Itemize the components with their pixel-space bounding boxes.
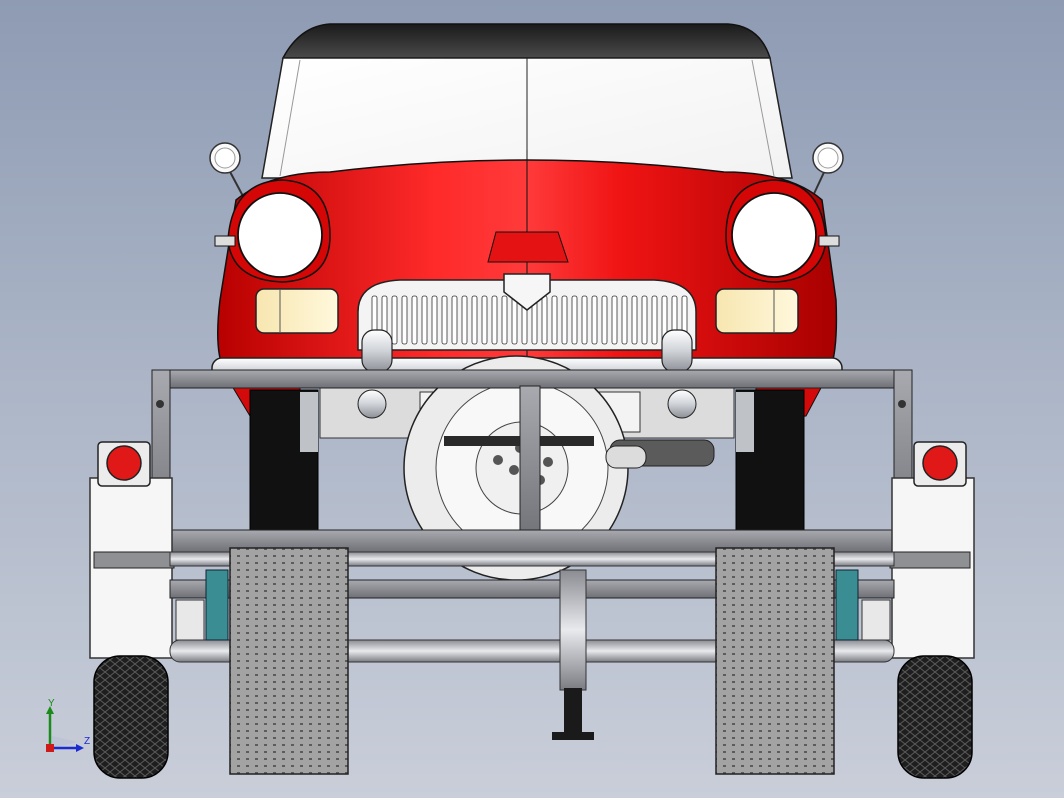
- grille-slat: [461, 295, 468, 345]
- grille-slat: [611, 295, 618, 345]
- car-roof: [281, 23, 772, 59]
- grille-slat: [641, 295, 648, 345]
- grille-slat: [441, 295, 448, 345]
- grille-slat: [571, 295, 578, 345]
- coordinate-triad: Y Z: [38, 698, 98, 758]
- left-fender: [89, 477, 175, 659]
- grille-slat: [421, 295, 428, 345]
- grille-slat: [591, 295, 598, 345]
- grille-slat: [471, 295, 478, 345]
- grille-slat: [581, 295, 588, 345]
- left-loading-ramp: [229, 547, 349, 775]
- axis-arrows: [46, 706, 84, 752]
- right-mirror: [811, 142, 844, 199]
- grille-slat: [601, 295, 608, 345]
- grille-slat: [491, 295, 498, 345]
- grille-slat: [621, 295, 628, 345]
- trailer-right-tire: [897, 655, 973, 779]
- left-suspension: [175, 569, 229, 641]
- grille-slat: [561, 295, 568, 345]
- right-headlight: [725, 179, 840, 283]
- grille-slat: [451, 295, 458, 345]
- y-axis-label: Y: [48, 698, 55, 709]
- exhaust-pipe: [605, 439, 715, 469]
- grille-slat: [541, 295, 548, 345]
- trailer-left-tire: [93, 655, 169, 779]
- right-fender: [889, 477, 975, 659]
- grille-slat: [631, 295, 638, 345]
- windshield: [261, 57, 793, 179]
- car-right-tire: [735, 389, 805, 531]
- left-fog-light: [255, 288, 339, 334]
- grille-slat: [401, 295, 408, 345]
- grille-slat: [511, 295, 518, 345]
- spare-wheel: [403, 355, 629, 581]
- grille-slat: [551, 295, 558, 345]
- grille-slat: [391, 295, 398, 345]
- right-suspension: [835, 569, 891, 641]
- trailer-cross-tubes: [169, 551, 895, 663]
- front-grille: [357, 273, 697, 351]
- x-axis-origin: [46, 744, 54, 752]
- z-axis-label: Z: [84, 736, 91, 747]
- right-fog-light: [715, 288, 799, 334]
- left-mirror: [209, 142, 245, 199]
- left-headlight: [214, 179, 331, 283]
- grille-slat: [651, 295, 658, 345]
- grille-slat: [501, 295, 508, 345]
- car-left-tire: [249, 389, 319, 531]
- jockey-stand: [552, 569, 594, 740]
- grille-slat: [411, 295, 418, 345]
- right-loading-ramp: [715, 547, 835, 775]
- grille-slat: [431, 295, 438, 345]
- grille-slat: [481, 295, 488, 345]
- left-tail-light: [97, 441, 151, 487]
- right-tail-light: [913, 441, 967, 487]
